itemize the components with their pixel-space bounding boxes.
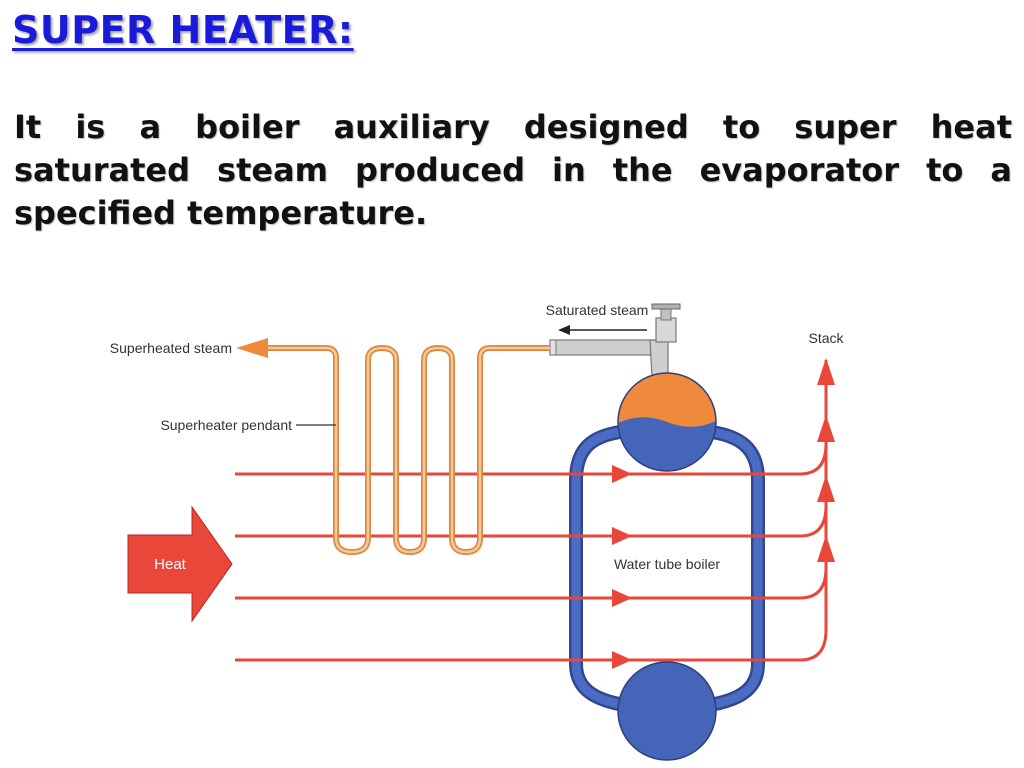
stack-label: Stack [808, 330, 844, 346]
slide-body-text: It is a boiler auxiliary designed to sup… [14, 108, 1012, 232]
superheater-pendant-label: Superheater pendant [160, 417, 292, 433]
heat-label: Heat [154, 556, 187, 573]
heat-flow-lines [235, 360, 828, 662]
slide-title: SUPER HEATER: [12, 8, 354, 52]
heat-arrow: Heat [127, 505, 233, 623]
saturated-steam-pipe [549, 303, 681, 379]
superheater-pendant-tube [236, 338, 550, 556]
mud-drum [617, 661, 717, 761]
heat-flow-arrowheads [612, 358, 835, 669]
water-tube-boiler [569, 425, 765, 712]
superheater-diagram: Heat Saturated steam Superheated steam S… [110, 302, 845, 761]
water-tube-boiler-label: Water tube boiler [614, 556, 720, 572]
superheated-steam-label: Superheated steam [110, 340, 232, 356]
steam-drum [617, 372, 717, 472]
saturated-steam-arrow [558, 325, 647, 335]
saturated-steam-label: Saturated steam [546, 302, 649, 318]
